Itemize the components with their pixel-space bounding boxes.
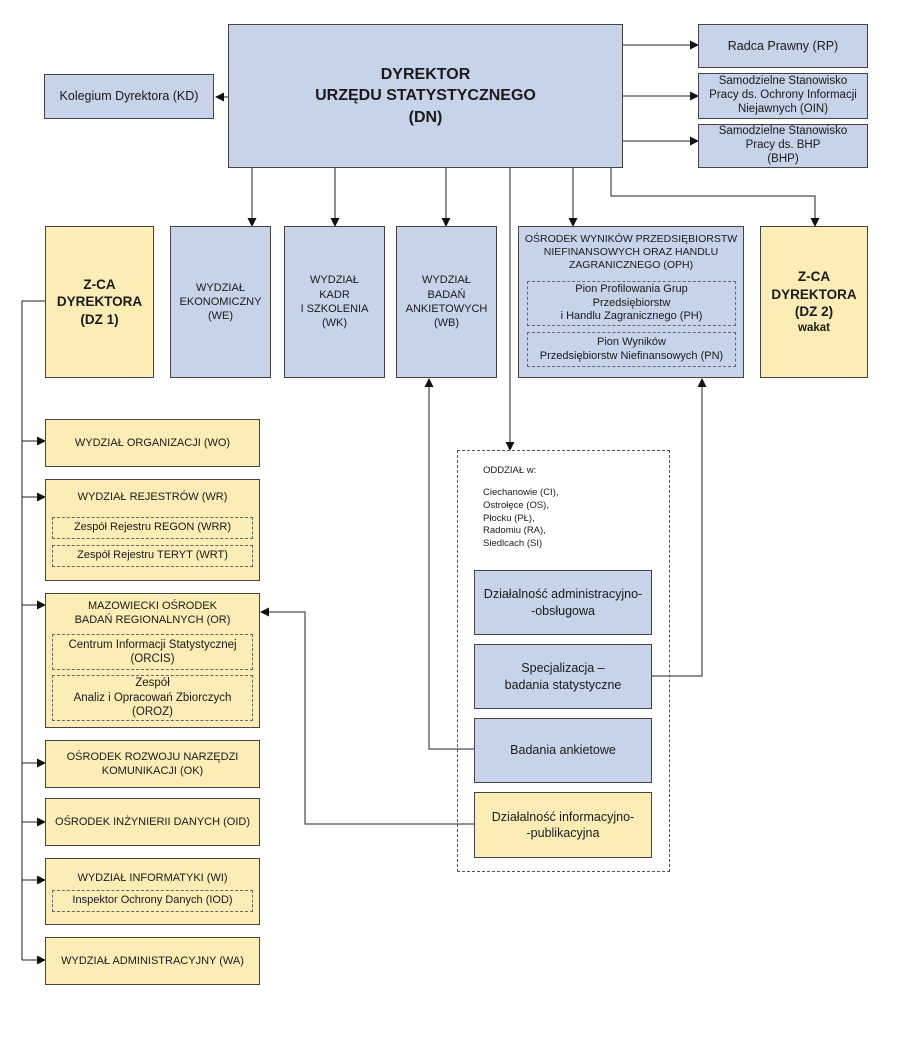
- wrt-box: Zespół Rejestru TERYT (WRT): [52, 545, 253, 567]
- dz2-line1: Z-CA: [797, 269, 831, 285]
- orcis-box: Centrum Informacji Statystycznej (ORCIS): [52, 634, 253, 670]
- director-line3: (DN): [408, 108, 443, 126]
- branch-info-box: Działalność informacyjno- -publikacyjna: [474, 792, 652, 858]
- oin-box: Samodzielne Stanowisko Pracy ds. Ochrony…: [698, 73, 868, 119]
- ph-label: Pion Profilowania Grup Przedsiębiorstw i…: [560, 282, 703, 323]
- wr-title: WYDZIAŁ REJESTRÓW (WR): [77, 491, 228, 503]
- wi-box: WYDZIAŁ INFORMATYKI (WI): [45, 858, 260, 925]
- dz1-line1: Z-CA: [83, 276, 116, 292]
- wk-box: WYDZIAŁ KADR I SZKOLENIA (WK): [284, 226, 385, 378]
- rp-box: Radca Prawny (RP): [698, 24, 868, 68]
- branch-admin-label: Działalność administracyjno- -obsługowa: [483, 587, 643, 618]
- dz1-box: Z-CA DYREKTORA (DZ 1): [45, 226, 154, 378]
- wb-box: WYDZIAŁ BADAŃ ANKIETOWYCH (WB): [396, 226, 497, 378]
- oid-box: OŚRODEK INŻYNIERII DANYCH (OID): [45, 798, 260, 846]
- branch-container: [457, 450, 670, 872]
- pn-box: Pion Wyników Przedsiębiorstw Niefinansow…: [527, 332, 736, 367]
- dz2-line2: DYREKTORA: [771, 286, 857, 302]
- we-label: WYDZIAŁ EKONOMICZNY (WE): [179, 281, 262, 323]
- wa-box: WYDZIAŁ ADMINISTRACYJNY (WA): [45, 937, 260, 985]
- oph-box: OŚRODEK WYNIKÓW PRZEDSIĘBIORSTW NIEFINAN…: [518, 226, 744, 378]
- wi-title: WYDZIAŁ INFORMATYKI (WI): [77, 872, 228, 884]
- oin-label: Samodzielne Stanowisko Pracy ds. Ochrony…: [709, 75, 857, 115]
- branch-ankiet-label: Badania ankietowe: [510, 743, 616, 758]
- or-title: MAZOWIECKI OŚRODEK BADAŃ REGIONALNYCH (O…: [74, 600, 231, 627]
- or-box: MAZOWIECKI OŚRODEK BADAŃ REGIONALNYCH (O…: [45, 593, 260, 728]
- ok-label: OŚRODEK ROZWOJU NARZĘDZI KOMUNIKACJI (OK…: [66, 750, 239, 777]
- oid-label: OŚRODEK INŻYNIERII DANYCH (OID): [55, 815, 250, 828]
- iod-box: Inspektor Ochrony Danych (IOD): [52, 890, 253, 912]
- wo-label: WYDZIAŁ ORGANIZACJI (WO): [74, 436, 231, 449]
- branch-info-label: Działalność informacyjno- -publikacyjna: [491, 809, 635, 840]
- branch-admin-box: Działalność administracyjno- -obsługowa: [474, 570, 652, 635]
- wr-box: WYDZIAŁ REJESTRÓW (WR): [45, 479, 260, 581]
- director-line2: URZĘDU STATYSTYCZNEGO: [315, 87, 536, 105]
- dz2-line4: wakat: [798, 321, 830, 334]
- wrr-label: Zespół Rejestru REGON (WRR): [73, 521, 232, 534]
- director-line1: DYREKTOR: [380, 65, 471, 83]
- orcis-label: Centrum Informacji Statystycznej (ORCIS): [68, 638, 237, 665]
- iod-label: Inspektor Ochrony Danych (IOD): [72, 894, 233, 907]
- branch-cities: Ciechanowie (CI), Ostrołęce (OS), Płocku…: [483, 487, 559, 550]
- director-box: DYREKTOR URZĘDU STATYSTYCZNEGO (DN): [228, 24, 623, 168]
- ok-box: OŚRODEK ROZWOJU NARZĘDZI KOMUNIKACJI (OK…: [45, 740, 260, 788]
- kolegium-box: Kolegium Dyrektora (KD): [44, 74, 214, 119]
- rp-label: Radca Prawny (RP): [727, 38, 839, 53]
- wb-label: WYDZIAŁ BADAŃ ANKIETOWYCH (WB): [405, 274, 488, 330]
- bhp-box: Samodzielne Stanowisko Pracy ds. BHP (BH…: [698, 124, 868, 168]
- wk-label: WYDZIAŁ KADR I SZKOLENIA (WK): [300, 274, 369, 330]
- branch-label: ODDZIAŁ w:: [483, 465, 537, 476]
- branch-spec-box: Specjalizacja – badania statystyczne: [474, 644, 652, 709]
- dz2-line3: (DZ 2): [794, 304, 834, 320]
- bhp-label: Samodzielne Stanowisko Pracy ds. BHP (BH…: [718, 125, 848, 165]
- pn-label: Pion Wyników Przedsiębiorstw Niefinansow…: [539, 335, 724, 362]
- dz2-box: Z-CA DYREKTORA (DZ 2) wakat: [760, 226, 868, 378]
- oph-title: OŚRODEK WYNIKÓW PRZEDSIĘBIORSTW NIEFINAN…: [524, 233, 738, 272]
- wrr-box: Zespół Rejestru REGON (WRR): [52, 517, 253, 539]
- ph-box: Pion Profilowania Grup Przedsiębiorstw i…: [527, 281, 736, 326]
- dz1-line3: (DZ 1): [80, 311, 119, 327]
- kolegium-label: Kolegium Dyrektora (KD): [59, 89, 199, 104]
- branch-ankiet-box: Badania ankietowe: [474, 718, 652, 783]
- wo-box: WYDZIAŁ ORGANIZACJI (WO): [45, 419, 260, 467]
- dz1-line2: DYREKTORA: [56, 294, 143, 310]
- we-box: WYDZIAŁ EKONOMICZNY (WE): [170, 226, 271, 378]
- oroz-label: Zespół Analiz i Opracowań Zbiorczych (OR…: [73, 677, 232, 719]
- wa-label: WYDZIAŁ ADMINISTRACYJNY (WA): [61, 954, 244, 967]
- wrt-label: Zespół Rejestru TERYT (WRT): [77, 549, 228, 562]
- branch-spec-label: Specjalizacja – badania statystyczne: [504, 661, 622, 692]
- oroz-box: Zespół Analiz i Opracowań Zbiorczych (OR…: [52, 675, 253, 721]
